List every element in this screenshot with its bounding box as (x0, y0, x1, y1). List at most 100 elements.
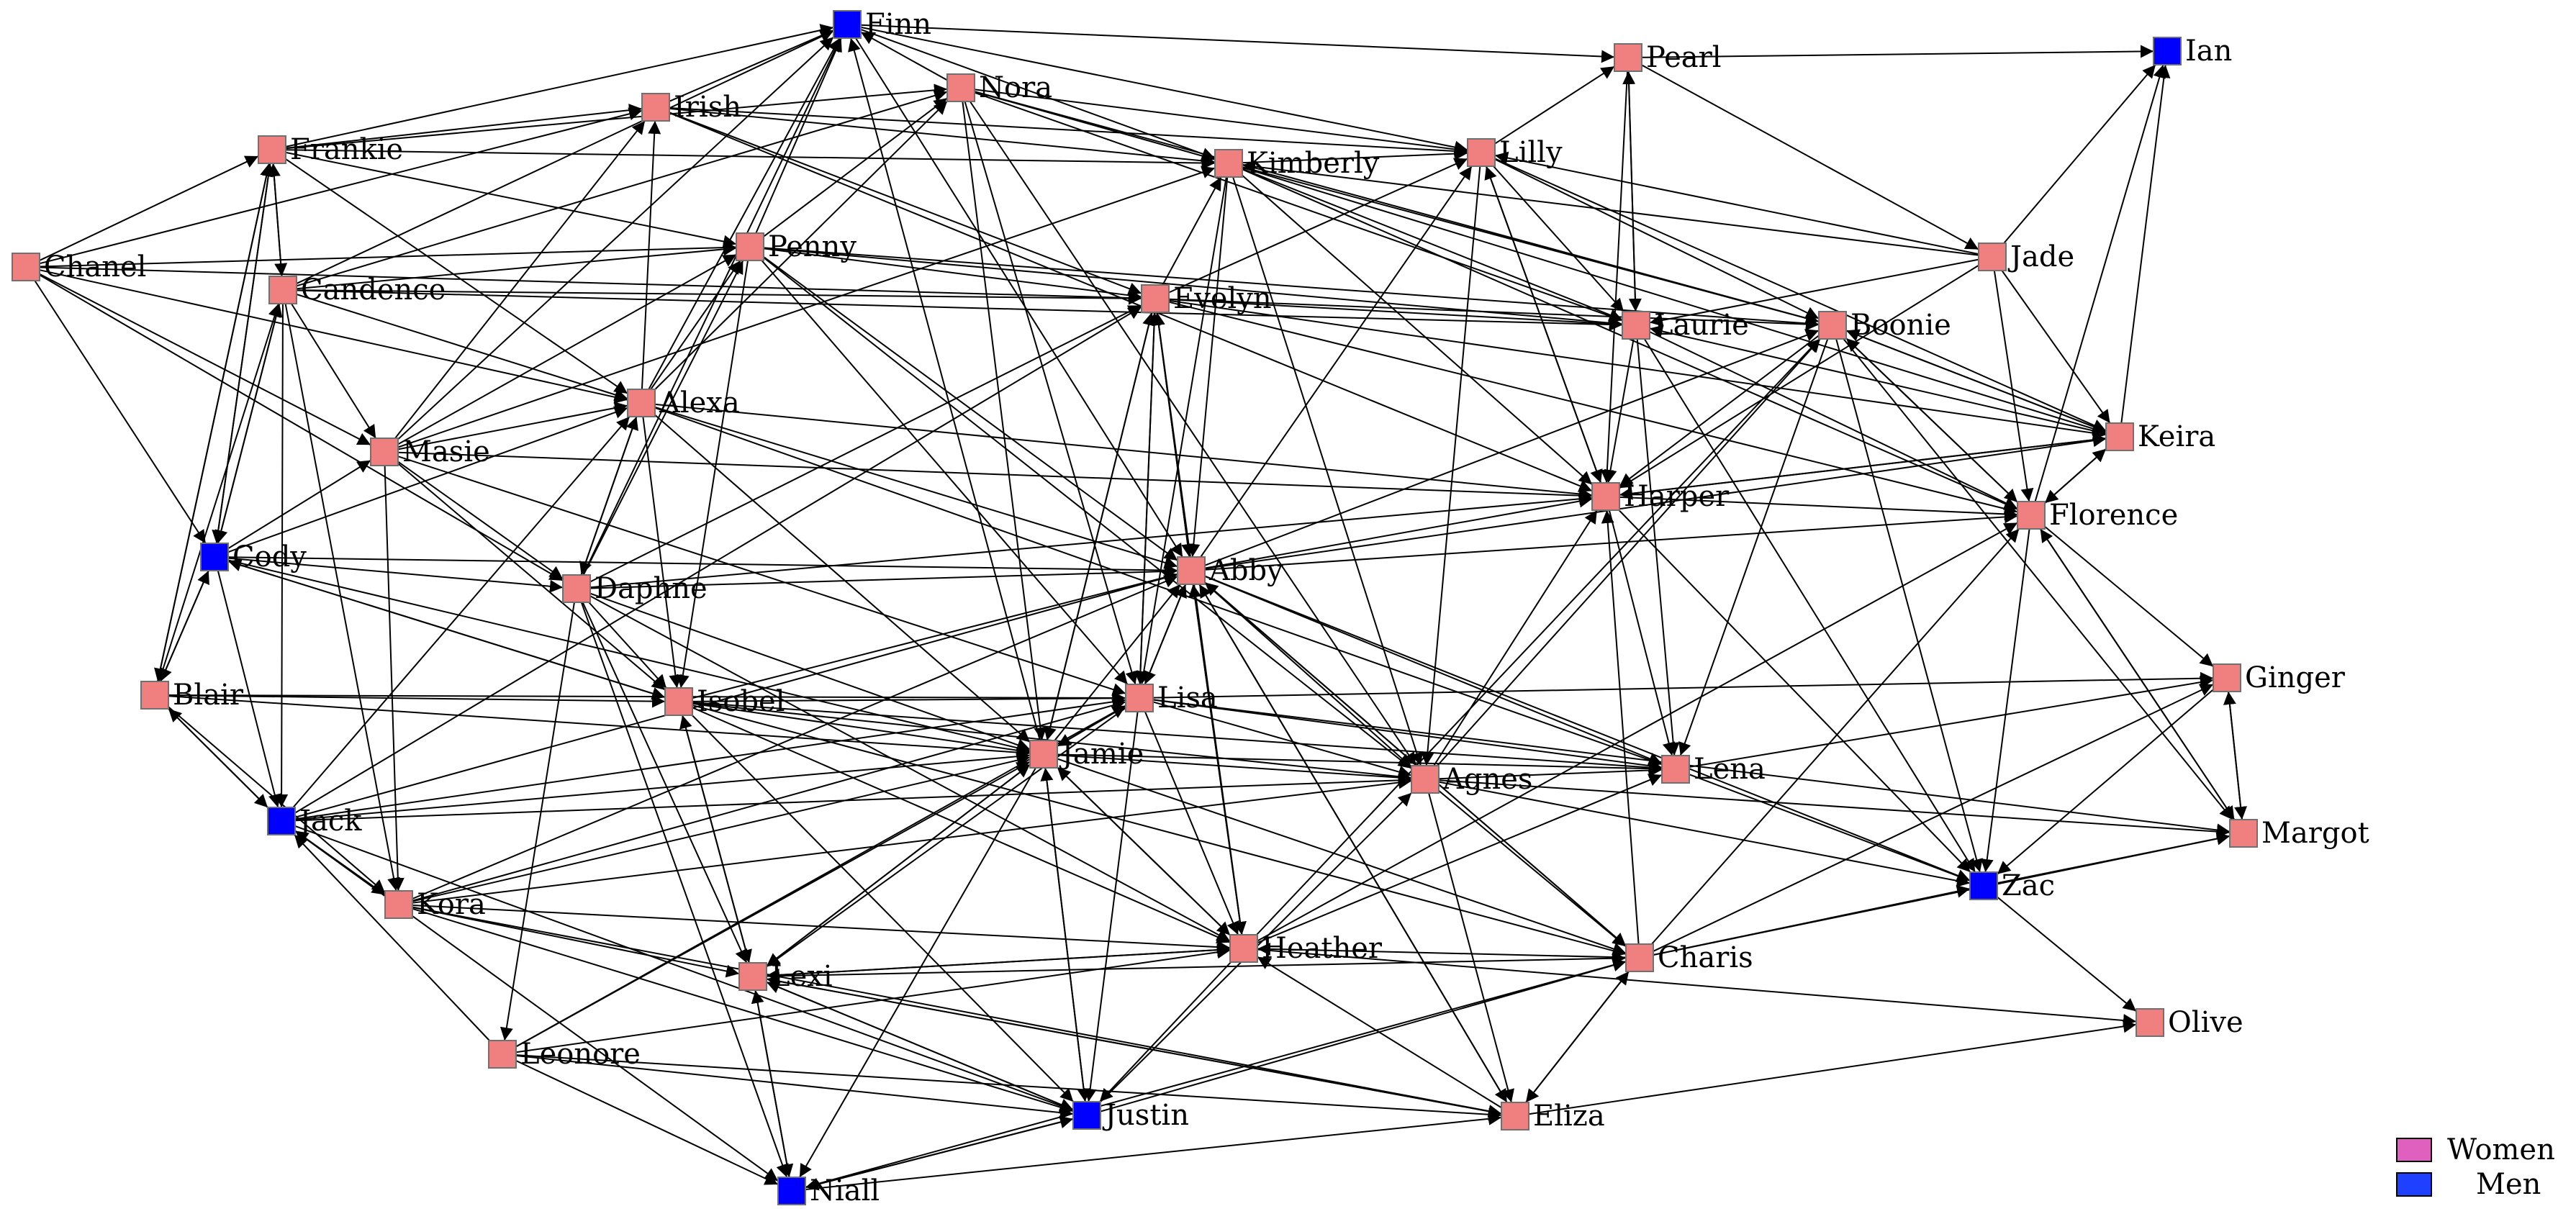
edge-irish-to-finn (669, 30, 834, 102)
edge-frankie-to-finn (285, 24, 834, 148)
edge-jack-to-niall (294, 830, 779, 1182)
node-marker-heather (1229, 934, 1258, 963)
edge-lisa-to-evelyn (1139, 312, 1161, 685)
edge-blair-to-candence (158, 303, 281, 682)
edge-margot-to-florence (2039, 528, 2236, 820)
edge-florence-to-keira (2044, 448, 2107, 504)
node-marker-charis (1625, 943, 1654, 972)
edge-jamie-to-lena (1057, 753, 1663, 776)
edge-lisa-to-abby (1144, 584, 1187, 685)
legend-swatch-women (2396, 1138, 2432, 1162)
node-lilly: Lilly (1467, 136, 1563, 169)
edge-daphne-to-evelyn (589, 304, 1142, 583)
node-marker-florence (2017, 501, 2046, 530)
node-label-justin: Justin (1102, 1099, 1189, 1132)
node-marker-lilly (1467, 138, 1496, 167)
edge-florence-to-boonie (1845, 337, 2018, 503)
edge-charis-to-heather (1257, 942, 1627, 959)
node-label-candence: Candence (301, 273, 446, 307)
edge-jack-to-alexa (292, 416, 631, 808)
edge-kimberly-to-abby (1187, 176, 1229, 558)
node-label-florence: Florence (2049, 499, 2178, 532)
edge-agnes-to-eliza (1428, 792, 1514, 1103)
node-charis: Charis (1625, 941, 1753, 974)
node-label-penny: Penny (768, 230, 857, 263)
edge-heather-to-boonie (1256, 338, 1820, 935)
node-candence: Candence (268, 273, 446, 307)
edge-alexa-to-finn (648, 37, 841, 390)
node-label-daphne: Daphne (595, 572, 708, 605)
node-zac: Zac (1969, 869, 2055, 902)
edge-isobel-to-justin (692, 715, 1074, 1102)
node-jack: Jack (267, 805, 362, 838)
node-marker-nora (946, 73, 975, 102)
node-label-heather: Heather (1262, 932, 1383, 965)
node-label-jamie: Jamie (1059, 738, 1144, 771)
edge-nora-to-finn (860, 31, 948, 81)
edge-irish-to-harper (669, 112, 1593, 492)
edge-jade-to-florence (1993, 270, 2034, 502)
edge-daphne-to-penny (582, 260, 744, 576)
edge-evelyn-to-kimberly (1162, 176, 1222, 286)
node-marker-boonie (1818, 311, 1847, 340)
edge-cody-to-jack (217, 570, 281, 808)
node-marker-irish (641, 93, 670, 122)
edge-harper-to-lilly (1484, 166, 1602, 484)
node-abby: Abby (1177, 554, 1283, 587)
node-marker-chanel (12, 253, 40, 281)
node-marker-candence (268, 276, 297, 304)
node-marker-laurie (1622, 311, 1650, 340)
edge-heather-to-florence (1257, 522, 2018, 942)
edge-abby-to-agnes (1204, 582, 1412, 768)
node-jamie: Jamie (1029, 738, 1144, 771)
node-label-agnes: Agnes (1442, 763, 1532, 796)
edge-pearl-to-harper (1600, 71, 1629, 484)
edge-leonore-to-lisa (515, 704, 1126, 1048)
node-marker-abby (1177, 556, 1206, 585)
edge-blair-to-cody (160, 570, 209, 682)
node-kimberly: Kimberly (1214, 147, 1380, 180)
edge-lena-to-ginger (1689, 676, 2214, 768)
edge-cody-to-jamie (227, 559, 1031, 755)
node-marker-margot (2229, 819, 2258, 848)
node-lexi: Lexi (738, 960, 833, 993)
node-marker-blair (140, 681, 169, 710)
edge-agnes-to-charis (1438, 790, 1627, 947)
node-pearl: Pearl (1614, 41, 1722, 74)
edge-kimberly-to-keira (1242, 166, 2107, 435)
node-marker-ian (2153, 37, 2182, 65)
edge-alexa-to-abby (654, 406, 1178, 569)
edge-daphne-to-heather (589, 595, 1231, 942)
node-marker-keira (2105, 422, 2134, 451)
edge-jack-to-blair (168, 708, 268, 808)
edge-nora-to-jamie (962, 101, 1047, 741)
node-marker-jamie (1029, 740, 1058, 769)
edge-candence-to-finn (296, 30, 834, 284)
node-ian: Ian (2153, 35, 2232, 68)
edge-blair-to-lisa (168, 691, 1126, 704)
node-label-kora: Kora (417, 888, 486, 921)
edge-lexi-to-jamie (766, 763, 1031, 967)
node-label-alexa: Alexa (659, 386, 740, 420)
edge-charis-to-margot (1653, 832, 2231, 956)
node-cody: Cody (200, 540, 307, 574)
edge-laurie-to-harper (1604, 338, 1635, 484)
edge-lilly-to-keira (1494, 158, 2107, 432)
edge-kimberly-to-boonie (1242, 166, 1820, 325)
edge-kora-to-lexi (412, 906, 740, 978)
edge-lisa-to-lena (1152, 699, 1663, 773)
node-frankie: Frankie (258, 133, 403, 166)
edge-heather-to-abby (1188, 584, 1243, 935)
node-label-abby: Abby (1208, 554, 1283, 587)
edge-frankie-to-kimberly (285, 149, 1216, 170)
node-marker-zac (1969, 871, 1998, 900)
edge-boonie-to-zac (1835, 338, 1983, 873)
node-evelyn: Evelyn (1141, 282, 1272, 315)
node-penny: Penny (736, 230, 857, 263)
edge-alexa-to-harper (654, 403, 1593, 501)
edge-irish-to-lilly (669, 107, 1468, 158)
edge-abby-to-lilly (1200, 166, 1473, 558)
edge-masie-to-kimberly (397, 166, 1216, 448)
node-marker-niall (777, 1177, 806, 1205)
